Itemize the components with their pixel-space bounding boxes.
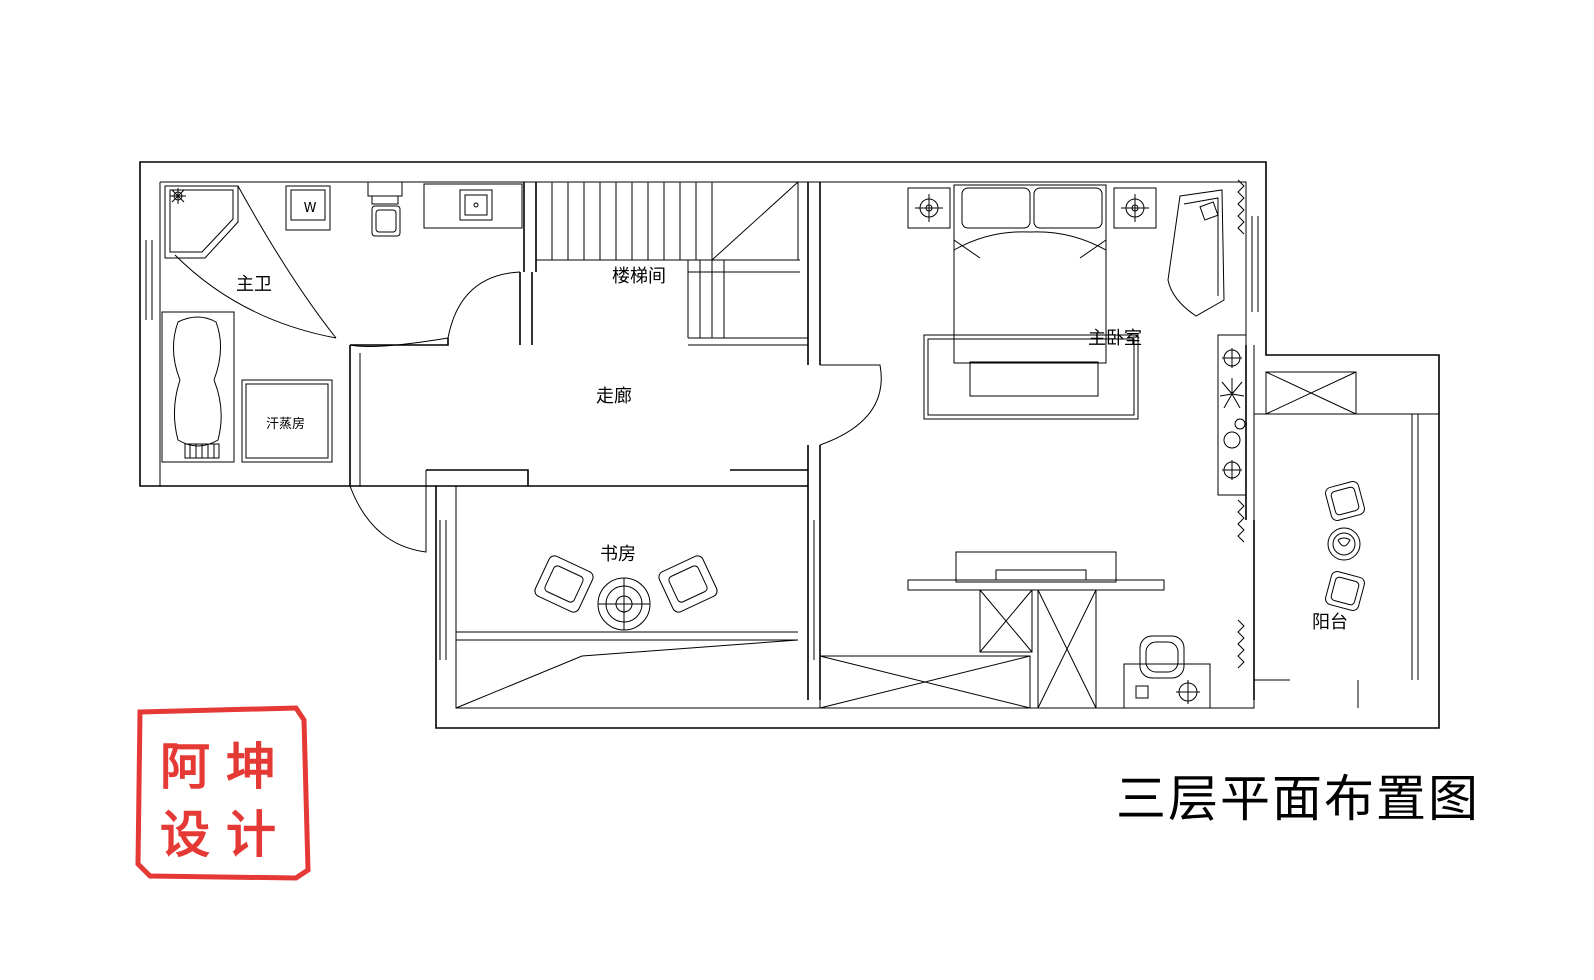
seal-char: 坤 <box>226 737 276 796</box>
outer-walls <box>139 161 1440 729</box>
nightstand-lamp-icon <box>907 187 951 229</box>
bedroom-furniture <box>819 179 1247 709</box>
armchair-icon <box>534 555 594 613</box>
chair-icon <box>1325 571 1365 611</box>
seal-char: 设 <box>160 805 210 864</box>
room-label-corridor: 走廊 <box>596 386 632 407</box>
room-label-master-bath: 主卫 <box>236 274 272 295</box>
room-label-stairwell: 楼梯间 <box>612 266 666 287</box>
balcony-furniture <box>1254 371 1439 708</box>
armchair-icon <box>658 555 718 613</box>
corridor-doors <box>349 364 882 553</box>
interior-walls <box>349 182 1255 708</box>
chair-icon <box>1325 481 1365 521</box>
windows <box>145 216 1259 320</box>
drawing-title: 三层平面布置图 <box>1116 770 1480 828</box>
master-bath-fixtures: W <box>161 181 523 463</box>
lamp-icon <box>1176 680 1200 704</box>
stairs <box>535 181 800 338</box>
sink-icon <box>459 189 493 221</box>
study-furniture <box>439 520 815 709</box>
plant-icon <box>1219 378 1245 409</box>
room-labels: 主卫 汗蒸房 楼梯间 走廊 书房 主卧室 阳台 <box>236 266 1348 633</box>
shower-head-icon <box>170 188 186 204</box>
seal-char: 计 <box>226 805 276 864</box>
toilet-icon <box>367 181 403 237</box>
room-label-balcony: 阳台 <box>1312 612 1348 633</box>
designer-seal: 阿 坤 设 计 <box>135 705 311 881</box>
washer-mark: W <box>304 201 317 216</box>
nightstand-lamp-icon <box>1113 187 1157 229</box>
armchair-icon <box>1139 635 1185 679</box>
seal-char: 阿 <box>160 737 210 796</box>
room-label-study: 书房 <box>600 544 636 565</box>
lamp-icon <box>1222 460 1242 480</box>
lamp-icon <box>1222 348 1242 368</box>
round-table-icon <box>597 577 651 631</box>
round-table-icon <box>1327 527 1361 561</box>
room-label-master-bedroom: 主卧室 <box>1088 328 1142 349</box>
room-label-steam-room: 汗蒸房 <box>266 416 305 432</box>
